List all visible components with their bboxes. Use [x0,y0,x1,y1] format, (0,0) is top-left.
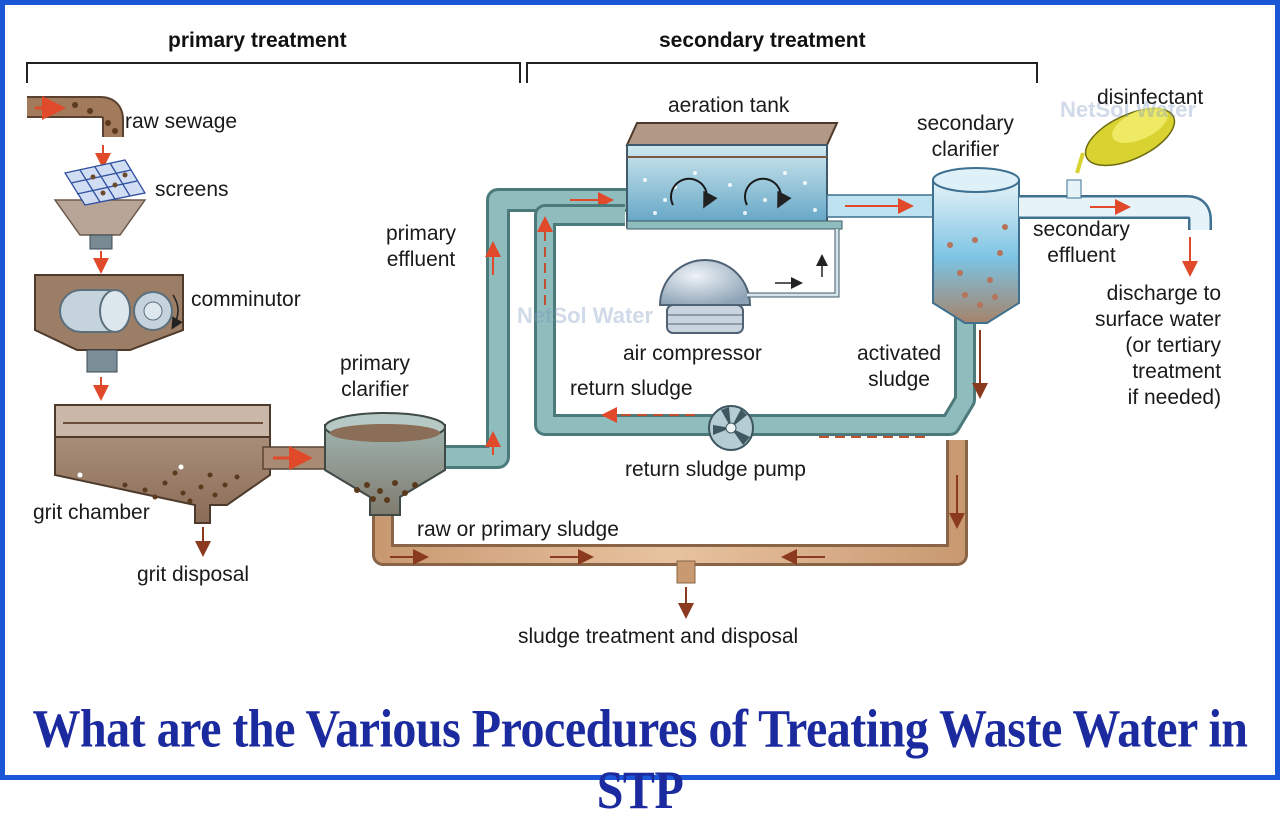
section-primary-treatment: primary treatment [168,29,347,52]
label-return-sludge-pump: return sludge pump [625,458,806,481]
label-screens: screens [155,178,229,201]
pipe-aeration-to-clarifier [826,194,938,218]
label-primary-clarifier: primary clarifier [340,352,411,401]
secondary-clarifier-unit [932,167,1020,324]
watermark-logo-top: NetSol Water [1060,97,1197,122]
label-secondary-effluent: secondary effluent [1033,218,1130,267]
label-primary-effluent: primary effluent [386,222,457,271]
label-sludge-treatment: sludge treatment and disposal [518,625,799,648]
page-caption: What are the Various Procedures of Treat… [32,699,1248,821]
label-comminutor: comminutor [191,288,301,311]
primary-bracket [26,62,521,83]
label-disinfectant: disinfectant [1097,86,1204,109]
pipe-grit-to-clarifier [262,446,330,470]
comminutor-unit [34,274,184,373]
label-raw-primary-sludge: raw or primary sludge [417,518,619,541]
disinfectant-bottle-icon [1075,107,1176,174]
screens-unit [53,159,147,250]
primary-clarifier-unit [324,412,446,516]
air-compressor-unit [658,229,840,334]
label-raw-sewage: raw sewage [125,110,238,133]
label-activated-sludge: activated sludge [857,342,942,391]
label-return-sludge: return sludge [570,377,693,400]
treatment-process-diagram [26,62,1212,619]
raw-sewage-pipe [27,96,124,137]
label-aeration-tank: aeration tank [668,94,790,117]
label-discharge: discharge to surface water (or tertiary … [1095,282,1222,409]
sludge-pipe [372,440,968,619]
grit-chamber-unit [54,404,271,524]
aeration-tank-unit [625,122,843,230]
return-sludge-pump [708,405,754,451]
secondary-bracket [526,62,1038,83]
label-secondary-clarifier: secondary clarifier [917,112,1014,161]
section-secondary-treatment: secondary treatment [659,29,866,52]
primary-effluent-pipe [445,188,627,469]
label-grit-chamber: grit chamber [33,501,150,524]
watermark-logo-middle: NetSol Water [517,303,654,328]
label-grit-disposal: grit disposal [137,563,250,586]
secondary-effluent-pipe [1019,179,1212,277]
label-air-compressor: air compressor [623,342,762,365]
